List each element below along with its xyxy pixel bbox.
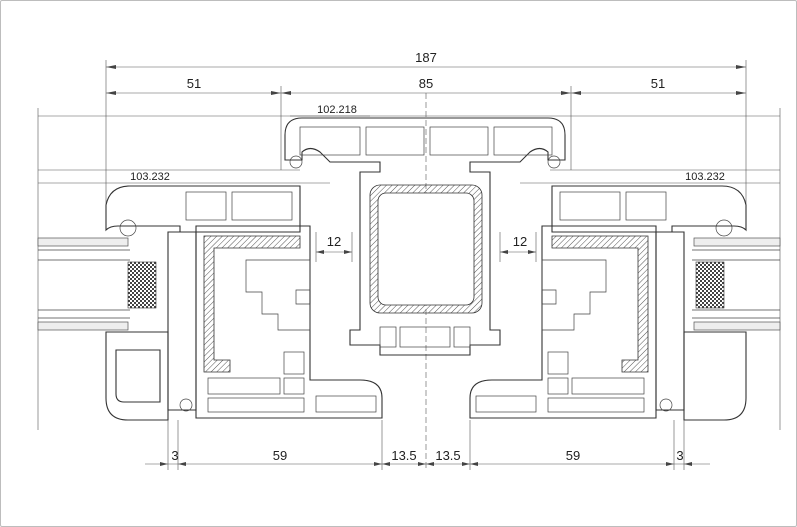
left-frame-profile [105, 185, 383, 421]
dim-overall-label: 187 [415, 50, 437, 65]
dim-right-arc-label: 103.232 [685, 171, 725, 183]
dim-right-sash-label: 59 [566, 448, 580, 463]
dim-left-arc-label: 103.232 [130, 171, 170, 183]
dim-left-small-label: 3 [171, 448, 178, 463]
dim-left-sash-label: 59 [273, 448, 287, 463]
bead-dimension-lines [315, 232, 537, 262]
dimension-lines-top [37, 60, 781, 470]
right-frame-profile [469, 185, 747, 421]
dim-right-bead-label: 12 [513, 234, 527, 249]
dim-left-bead-label: 12 [327, 234, 341, 249]
glass-right [692, 237, 781, 331]
dimension-lines-bottom [145, 420, 710, 470]
central-mullion [284, 117, 566, 356]
dim-mid-right-label: 13.5 [435, 448, 460, 463]
dim-right-small-label: 3 [676, 448, 683, 463]
dim-right-frame-label: 51 [651, 76, 665, 91]
dim-arc-label: 102.218 [317, 104, 357, 116]
dim-center-label: 85 [419, 76, 433, 91]
dim-mid-left-label: 13.5 [391, 448, 416, 463]
glass-left [37, 237, 157, 331]
dim-left-frame-label: 51 [187, 76, 201, 91]
